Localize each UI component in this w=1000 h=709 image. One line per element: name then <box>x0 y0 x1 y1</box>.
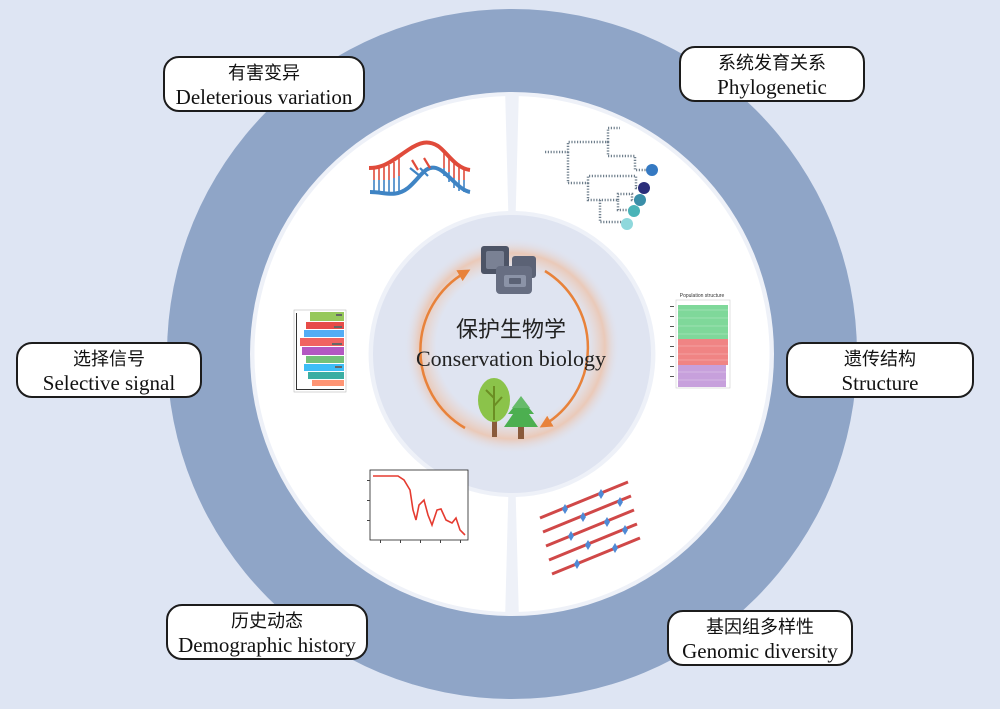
label-selective-signal: 选择信号 Selective signal <box>16 342 202 398</box>
label-selective-zh: 选择信号 <box>73 349 145 370</box>
label-structure-zh: 遗传结构 <box>844 349 916 370</box>
label-demographic-en: Demographic history <box>178 632 356 657</box>
label-demographic-zh: 历史动态 <box>231 611 303 632</box>
center-title-en: Conservation biology <box>415 346 607 371</box>
label-demographic-history: 历史动态 Demographic history <box>166 604 368 660</box>
trees-icon <box>478 378 538 439</box>
population-structure-title: Population structure <box>680 293 725 299</box>
label-phylogenetic: 系统发育关系 Phylogenetic <box>679 46 865 102</box>
label-genomic-diversity: 基因组多样性 Genomic diversity <box>667 610 853 666</box>
label-phylogenetic-en: Phylogenetic <box>717 74 827 99</box>
label-deleterious-en: Deleterious variation <box>175 84 353 109</box>
label-structure-en: Structure <box>841 370 919 395</box>
genome-chip-icon <box>481 246 536 294</box>
dna-helix-icon <box>368 140 471 196</box>
manhattan-plot-icon <box>293 309 347 393</box>
demographic-curve-icon <box>367 469 469 543</box>
label-deleterious-variation: 有害变异 Deleterious variation <box>163 56 365 112</box>
center-glow <box>404 238 620 454</box>
label-genomic-zh: 基因组多样性 <box>706 617 814 638</box>
label-selective-en: Selective signal <box>42 370 176 395</box>
cycle-arrows-icon <box>419 269 590 430</box>
label-structure: 遗传结构 Structure <box>786 342 974 398</box>
segment-phylogenetic <box>515 96 739 286</box>
admixture-plot-icon <box>670 299 731 389</box>
snp-markers <box>562 489 628 569</box>
label-genomic-en: Genomic diversity <box>682 638 838 663</box>
label-phylogenetic-zh: 系统发育关系 <box>718 53 826 74</box>
center-title-zh: 保护生物学 <box>455 318 566 343</box>
segment-deleterious <box>285 96 509 286</box>
center-title: 保护生物学 Conservation biology <box>395 312 627 372</box>
label-deleterious-zh: 有害变异 <box>228 63 300 84</box>
phylogenetic-nodes <box>621 164 658 230</box>
